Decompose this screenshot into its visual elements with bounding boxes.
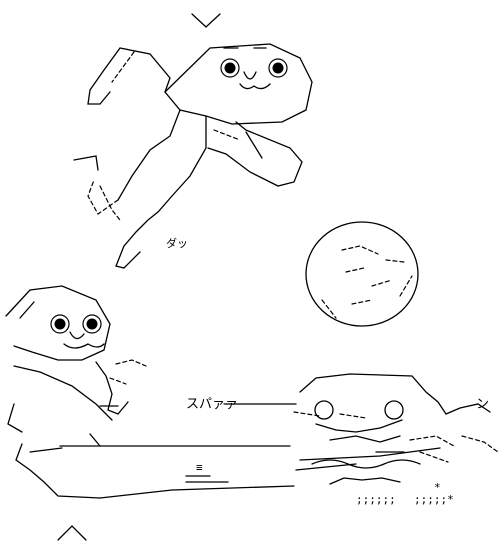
bottom-chevron-icon [57, 525, 87, 541]
mid-marks: ≡ [196, 461, 203, 474]
sfx-spaaa: スパァァ [186, 397, 239, 412]
right-creature [299, 373, 499, 485]
bottom-dots-right: ;;;;;* [414, 493, 454, 506]
sitting-character [5, 285, 147, 499]
right-mark: * [434, 481, 441, 494]
moon-ball [305, 221, 419, 327]
sword-beam [59, 403, 441, 499]
sfx-n: ン [476, 397, 490, 412]
top-chevron-icon [191, 13, 221, 28]
bottom-dots-left: ;;;;;; [356, 493, 396, 506]
sfx-dash: ダッ [166, 237, 188, 250]
jumping-character [73, 43, 313, 269]
